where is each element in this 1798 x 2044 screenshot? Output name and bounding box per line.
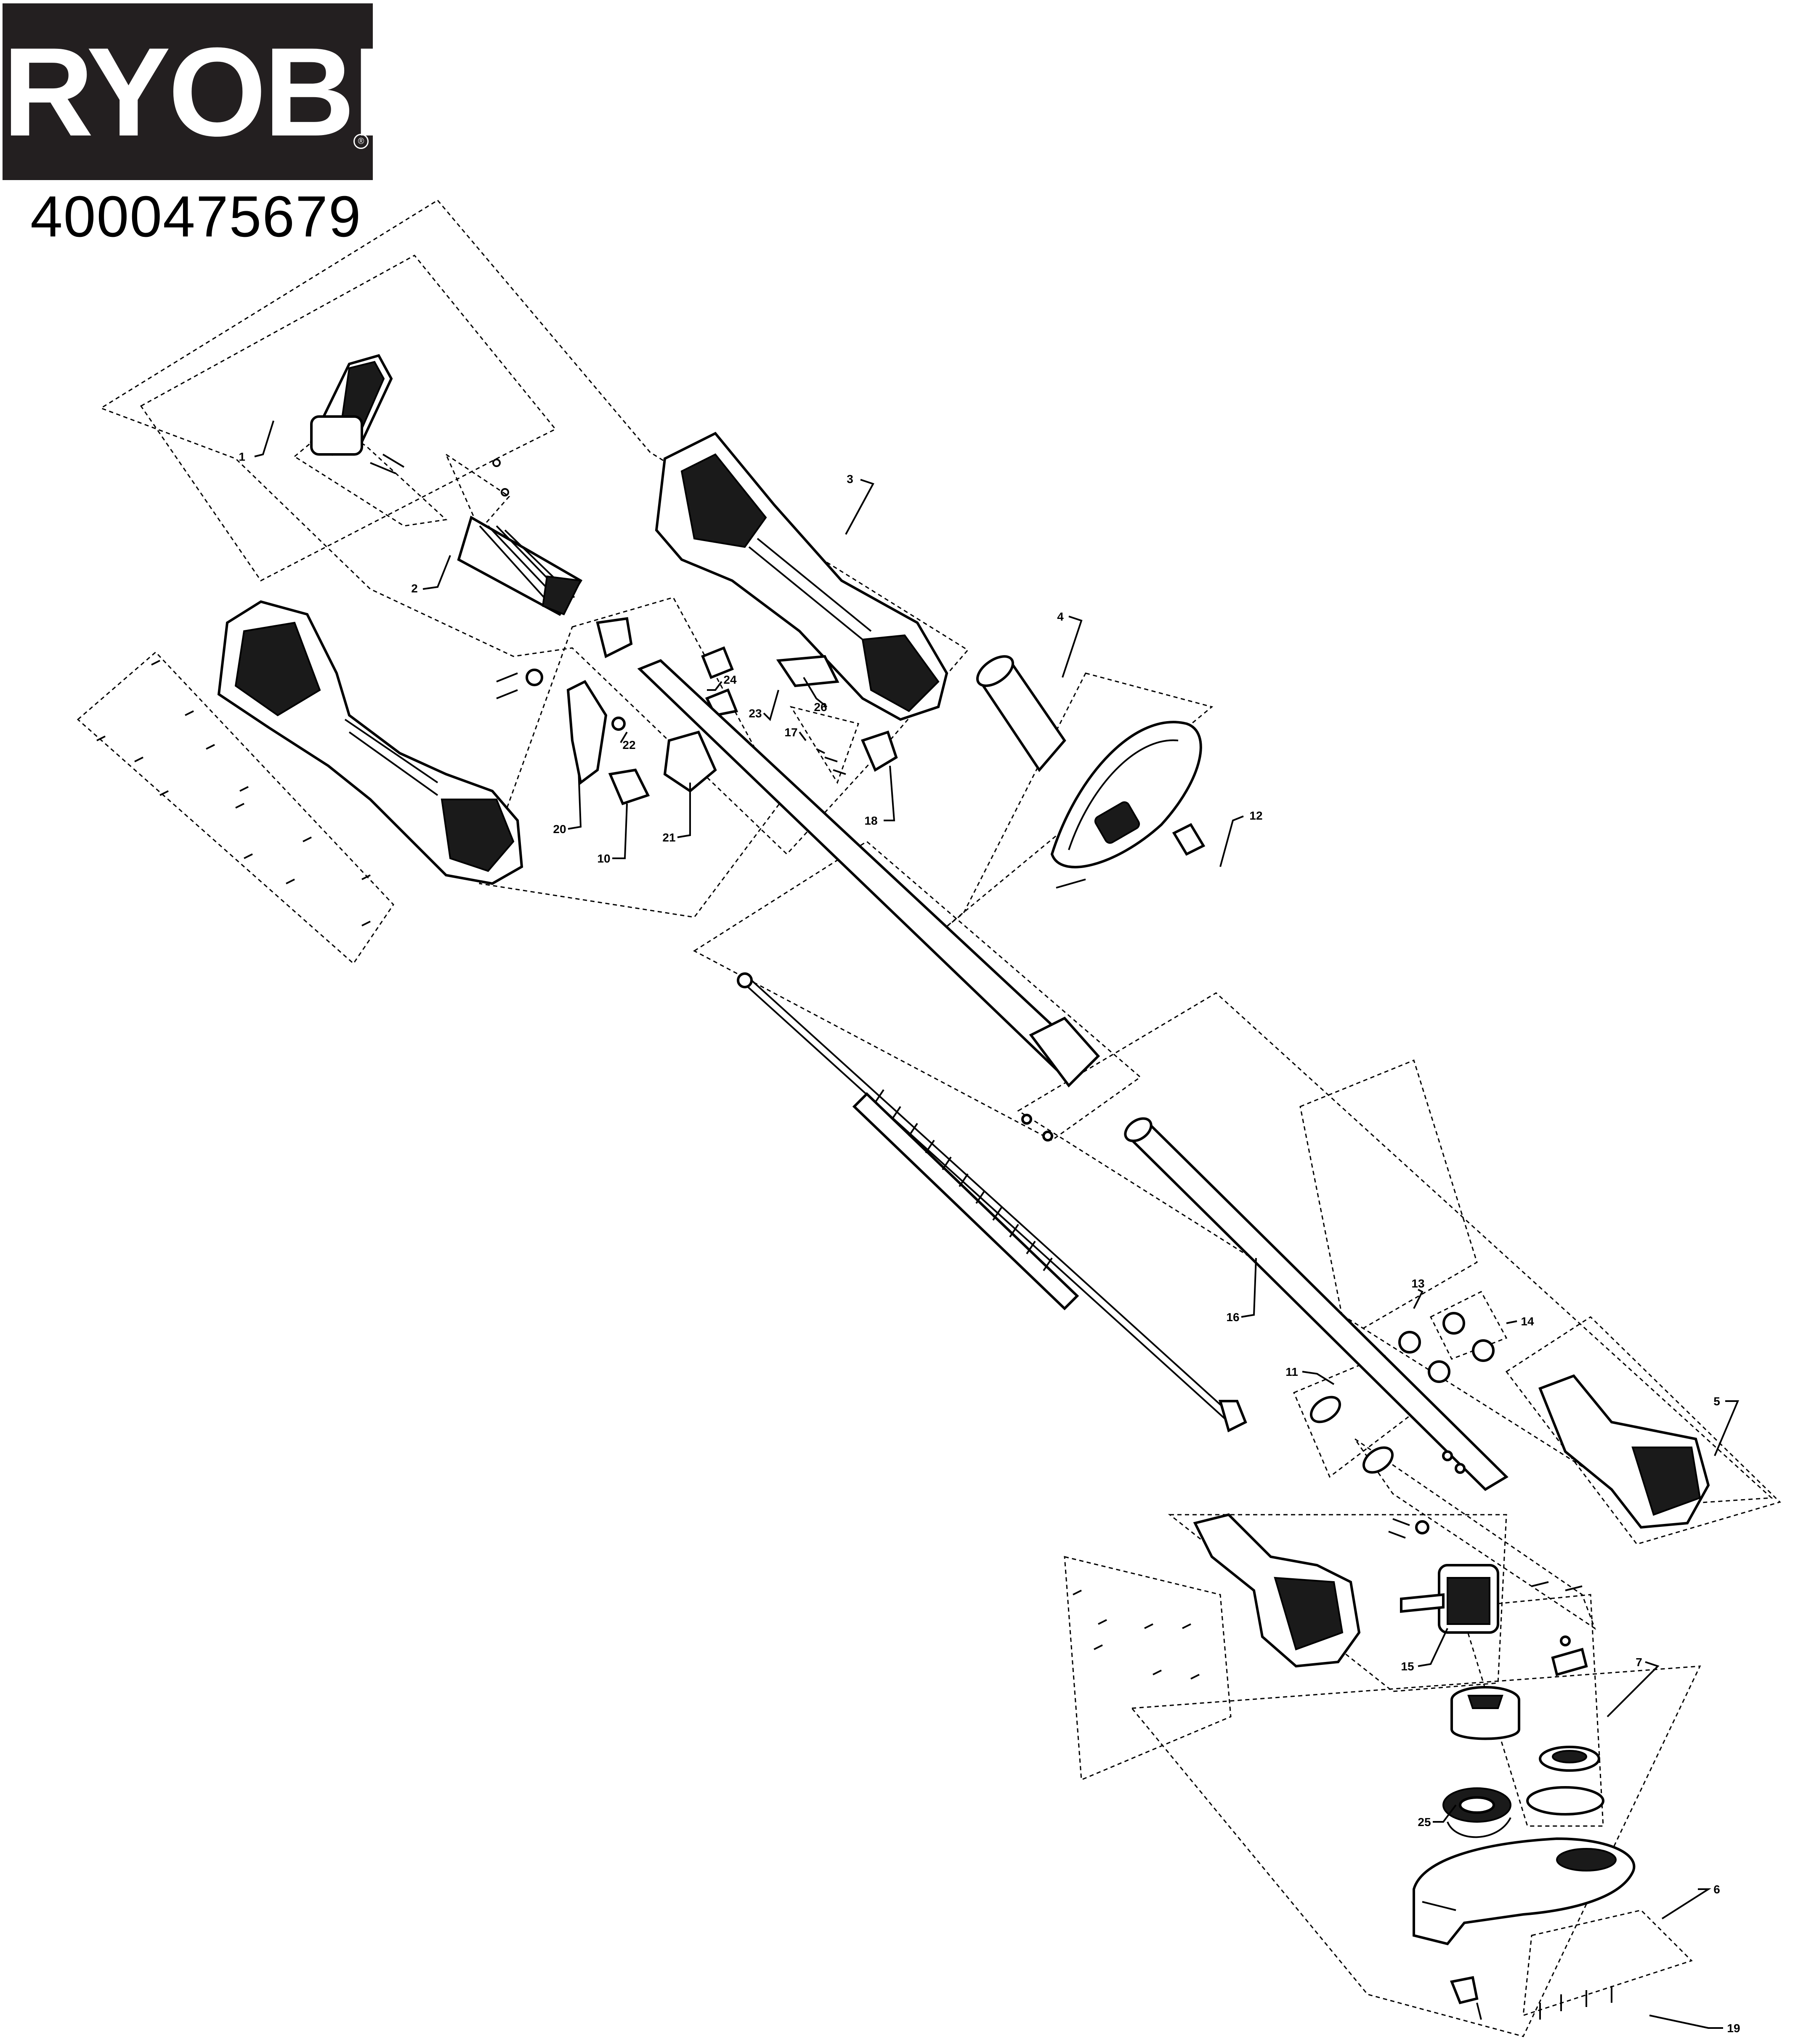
- small-switch-parts: [496, 617, 898, 805]
- lower-motor-housing: [1193, 1513, 1429, 1668]
- screw-group-lower: [1073, 1590, 1200, 1680]
- callout-2: 2: [411, 582, 418, 595]
- callout-6: 6: [1713, 1883, 1720, 1896]
- callout-18: 18: [864, 814, 877, 827]
- callout-19: 19: [1727, 2022, 1740, 2035]
- callout-15: 15: [1401, 1660, 1414, 1673]
- part-3-upper-housing: [655, 432, 948, 721]
- part-7-spool-head: [1450, 1635, 1604, 1816]
- drive-cable: [737, 972, 1247, 1433]
- callout-25: 25: [1418, 1816, 1431, 1829]
- callout-17: 17: [784, 726, 797, 739]
- callout-4: 4: [1057, 610, 1064, 623]
- callout-leaders: [254, 420, 1740, 2029]
- callout-20: 20: [553, 823, 566, 836]
- part-19-screws: [1450, 1976, 1612, 2020]
- part-13-14-knobs: [1398, 1312, 1495, 1383]
- part-1-battery-terminal: [310, 354, 405, 474]
- part-15-motor: [1400, 1564, 1583, 1634]
- registered-mark: ®: [353, 134, 369, 149]
- callout-14: 14: [1521, 1315, 1534, 1328]
- screw-group-left: [96, 660, 371, 926]
- part-11-orings: [1309, 1396, 1394, 1474]
- brand-logo-text: RYOBI: [3, 21, 388, 162]
- main-housing-left: [217, 600, 523, 885]
- part-6-guard: [1413, 1837, 1636, 1946]
- callout-7: 7: [1636, 1656, 1642, 1669]
- assembly-boundaries: [77, 199, 1781, 2037]
- callout-11: 11: [1285, 1365, 1298, 1378]
- callout-3: 3: [847, 473, 853, 486]
- callout-labels: 1 2 3 4 5 6 7 10 11 12 13 14 15 16 17 18…: [239, 450, 1740, 2035]
- lower-shaft: [1124, 1117, 1509, 1491]
- callout-13: 13: [1411, 1277, 1424, 1290]
- part-12-aux-handle: [1050, 721, 1206, 889]
- part-2-pcb: [457, 459, 583, 616]
- part-number: 4000475679: [30, 184, 362, 249]
- callout-16: 16: [1226, 1311, 1239, 1324]
- part-4-foam-grip: [976, 655, 1066, 772]
- callout-26: 26: [814, 701, 827, 714]
- callout-1: 1: [239, 450, 245, 463]
- brand-logo: [3, 3, 373, 180]
- part-25-trimmer-line: [1442, 1787, 1511, 1838]
- callout-5: 5: [1713, 1395, 1720, 1408]
- callout-23: 23: [749, 707, 762, 720]
- callout-10: 10: [597, 852, 610, 865]
- upper-shaft: [637, 659, 1100, 1141]
- part-5-motor-housing: [1538, 1374, 1710, 1529]
- callout-12: 12: [1249, 809, 1262, 822]
- callout-21: 21: [662, 831, 675, 844]
- callout-24: 24: [723, 673, 737, 686]
- callout-22: 22: [622, 738, 635, 751]
